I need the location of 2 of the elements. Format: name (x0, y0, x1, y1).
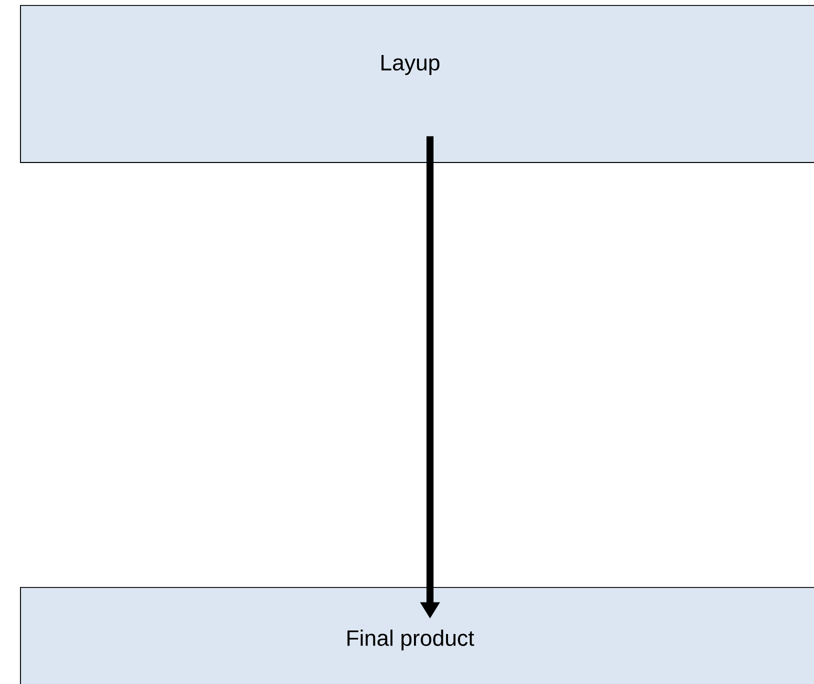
process-box: Final product (20, 587, 814, 684)
process-box: Layup (20, 5, 814, 163)
